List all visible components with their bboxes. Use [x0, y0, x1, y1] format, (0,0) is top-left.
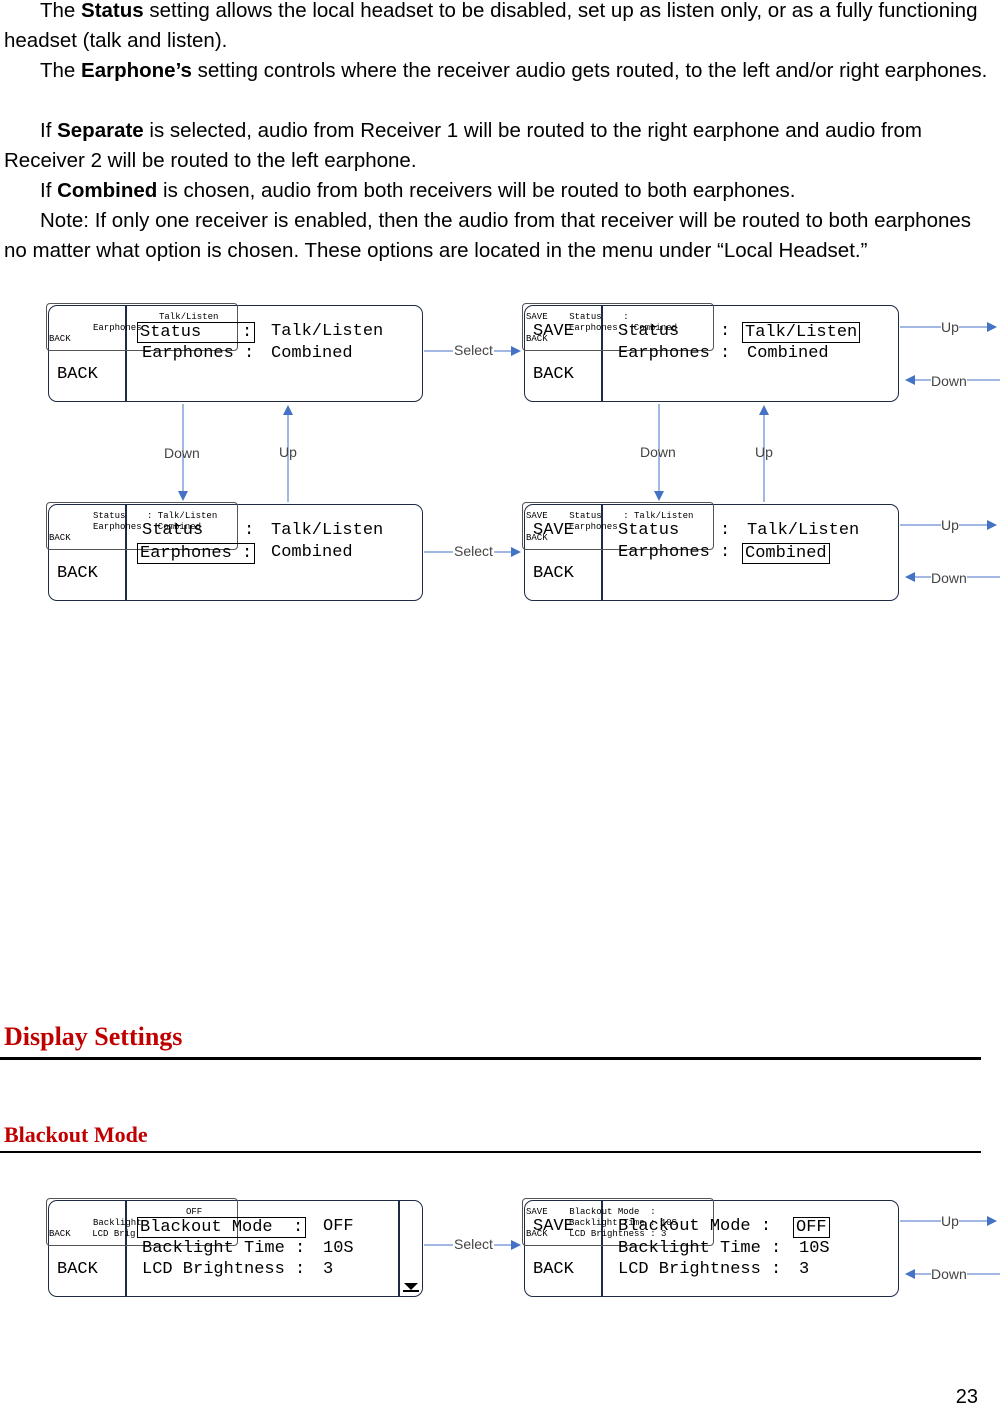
paragraph-status: The Status setting allows the local head… — [4, 0, 978, 52]
paragraph-note: Note: If only one receiver is enabled, t… — [4, 209, 972, 262]
up-label: Up — [941, 319, 959, 335]
ghost-text: BACK — [49, 533, 71, 543]
select-label: Select — [453, 543, 494, 559]
back-button[interactable]: BACK — [57, 1260, 98, 1279]
ghost-text: SAVE Status : Talk/Listen — [526, 511, 694, 521]
ghost-text: Earphones : Combined — [93, 522, 202, 532]
down-label: Down — [640, 444, 676, 460]
lcd-brightness-value: 3 — [323, 1260, 334, 1279]
ghost-text: OFF — [186, 1207, 203, 1217]
down-label: Down — [164, 445, 200, 461]
back-button[interactable]: BACK — [57, 564, 98, 583]
save-button[interactable]: SAVE — [533, 322, 574, 341]
back-button[interactable]: BACK — [57, 365, 98, 384]
term-status: Status — [81, 0, 144, 22]
blackout-mode-label[interactable]: Blackout Mode : — [618, 1217, 772, 1236]
earphones-label[interactable]: Earphones : — [137, 543, 256, 564]
display-settings-heading: Display Settings — [4, 1022, 183, 1051]
up-label: Up — [279, 444, 297, 460]
status-value: Talk/Listen — [747, 521, 860, 540]
headset-screen-status-selected: Talk/Listen Earphones BACK BACK Status :… — [46, 303, 423, 402]
backlight-time-label[interactable]: Backlight Time : — [142, 1239, 306, 1258]
back-button[interactable]: BACK — [533, 365, 574, 384]
save-button[interactable]: SAVE — [533, 1217, 574, 1236]
ghost-preview — [522, 303, 714, 351]
ghost-preview — [46, 502, 238, 550]
status-label[interactable]: Status : — [137, 322, 256, 343]
lcd-brightness-label[interactable]: LCD Brightness : — [142, 1260, 306, 1279]
ghost-preview — [46, 303, 238, 351]
down-label: Down — [931, 570, 967, 586]
status-value: Talk/Listen — [271, 322, 384, 341]
headset-screen-status-editing: SAVE Status : Earphones : Combined BACK … — [522, 303, 899, 402]
blackout-screen-editing: SAVE Blackout Mode : Backlight Time : 10… — [522, 1198, 899, 1297]
ghost-text: Backlight — [93, 1218, 142, 1228]
down-label: Down — [931, 373, 967, 389]
blackout-mode-label[interactable]: Blackout Mode : — [137, 1217, 307, 1238]
headset-screen-earphones-selected: Status : Talk/Listen Earphones : Combine… — [46, 502, 423, 601]
blackout-screen-selected: OFF Backlight BACK LCD Brig BACK Blackou… — [46, 1198, 423, 1297]
status-value: Talk/Listen — [271, 521, 384, 540]
blackout-mode-value[interactable]: OFF — [793, 1217, 830, 1238]
status-label[interactable]: Status : — [618, 521, 731, 540]
heading-rule — [0, 1151, 981, 1153]
blackout-mode-heading: Blackout Mode — [4, 1122, 148, 1147]
earphones-value: Combined — [271, 543, 353, 562]
ghost-text: Earphones : — [569, 522, 629, 532]
status-label[interactable]: Status : — [618, 322, 731, 341]
term-combined: Combined — [57, 179, 158, 202]
back-button[interactable]: BACK — [533, 1260, 574, 1279]
backlight-time-value: 10S — [323, 1239, 354, 1258]
lcd-brightness-label[interactable]: LCD Brightness : — [618, 1260, 782, 1279]
up-label: Up — [755, 444, 773, 460]
ghost-text: Earphones — [93, 323, 142, 333]
paragraph-earphones: The Earphone’s setting controls where th… — [40, 59, 988, 82]
ghost-text: BACK LCD Brig — [49, 1229, 136, 1239]
scroll-indicator[interactable] — [398, 1201, 422, 1296]
term-earphones: Earphone’s — [81, 59, 192, 82]
ghost-text: BACK LCD Brightness : 3 — [526, 1229, 667, 1239]
paragraph-combined: If Combined is chosen, audio from both r… — [40, 179, 796, 202]
ghost-text: SAVE Status : — [526, 312, 629, 322]
back-button[interactable]: BACK — [533, 564, 574, 583]
save-button[interactable]: SAVE — [533, 521, 574, 540]
ghost-preview — [46, 1198, 238, 1246]
status-label[interactable]: Status : — [142, 521, 255, 540]
headset-screen-earphones-editing: SAVE Status : Talk/Listen Earphones : BA… — [522, 502, 899, 601]
earphones-value: Combined — [747, 344, 829, 363]
ghost-text: BACK — [526, 533, 548, 543]
up-label: Up — [941, 1213, 959, 1229]
backlight-time-value: 10S — [799, 1239, 830, 1258]
select-label: Select — [453, 342, 494, 358]
ghost-text: BACK — [49, 334, 71, 344]
earphones-value: Combined — [271, 344, 353, 363]
backlight-time-label[interactable]: Backlight Time : — [618, 1239, 782, 1258]
lcd-brightness-value: 3 — [799, 1260, 810, 1279]
scroll-down-icon — [404, 1283, 418, 1290]
ghost-text: Talk/Listen — [159, 312, 219, 322]
ghost-text: Backlight Time : 10S — [569, 1218, 678, 1228]
earphones-label[interactable]: Earphones : — [618, 344, 731, 363]
ghost-text: Status : Talk/Listen — [93, 511, 218, 521]
ghost-text: Earphones : Combined — [569, 323, 678, 333]
ghost-text: SAVE Blackout Mode : — [526, 1207, 656, 1217]
blackout-mode-value: OFF — [323, 1217, 354, 1236]
ghost-preview — [522, 1198, 714, 1246]
heading-rule — [0, 1057, 981, 1060]
earphones-label[interactable]: Earphones : — [618, 543, 731, 562]
paragraph-separate: If Separate is selected, audio from Rece… — [4, 119, 923, 172]
earphones-label[interactable]: Earphones : — [142, 344, 255, 363]
page-number: 23 — [955, 1386, 978, 1408]
status-value[interactable]: Talk/Listen — [742, 322, 861, 343]
select-label: Select — [453, 1236, 494, 1252]
ghost-preview — [522, 502, 714, 550]
earphones-value[interactable]: Combined — [742, 543, 830, 564]
ghost-text: BACK — [526, 334, 548, 344]
up-label: Up — [941, 517, 959, 533]
down-label: Down — [931, 1266, 967, 1282]
term-separate: Separate — [57, 119, 144, 142]
